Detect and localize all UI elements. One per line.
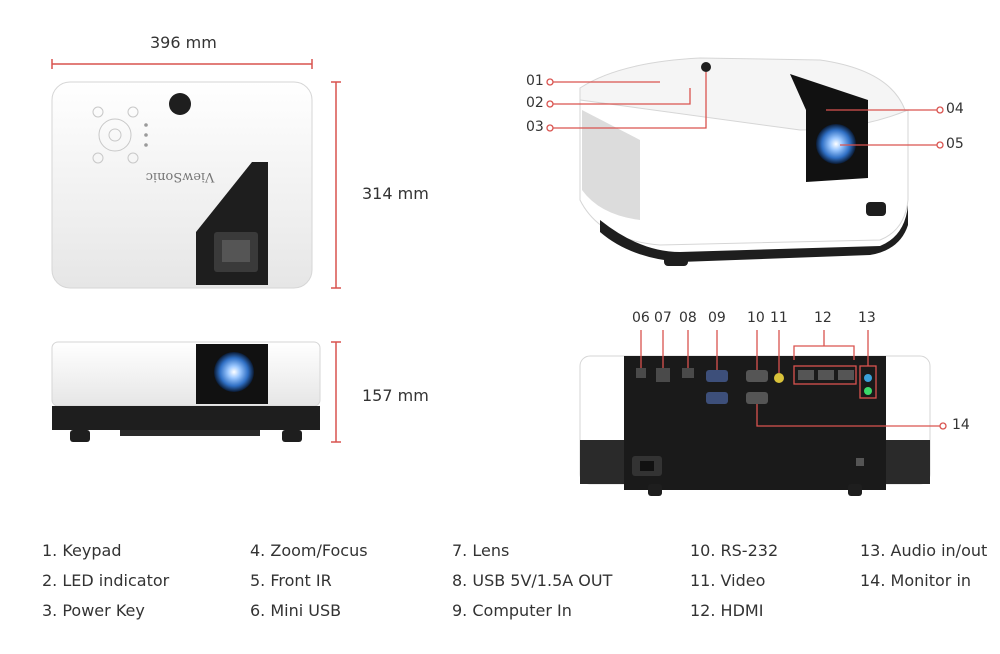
width-dimension-line <box>51 59 313 69</box>
legend-item-14: 14. Monitor in <box>860 571 972 590</box>
projector-rear-view <box>579 355 931 496</box>
projector-perspective-view <box>579 57 909 266</box>
callout-13: 13 <box>858 310 876 326</box>
callout-05: 05 <box>946 136 964 152</box>
legend-item-11: 11. Video <box>690 571 766 590</box>
depth-dimension-line <box>331 81 341 289</box>
legend-item-12: 12. HDMI <box>690 601 764 620</box>
callout-06: 06 <box>632 310 650 326</box>
legend-item-9: 9. Computer In <box>452 601 572 620</box>
callout-lines-rear <box>640 330 947 430</box>
legend-item-8: 8. USB 5V/1.5A OUT <box>452 571 613 590</box>
callout-03: 03 <box>526 119 544 135</box>
callout-10: 10 <box>747 310 765 326</box>
legend-item-5: 5. Front IR <box>250 571 332 590</box>
projector-front-view <box>51 341 321 442</box>
callout-04: 04 <box>946 101 964 117</box>
callout-02: 02 <box>526 95 544 111</box>
legend-item-1: 1. Keypad <box>42 541 122 560</box>
callout-08: 08 <box>679 310 697 326</box>
depth-dimension-label: 314 mm <box>362 184 429 203</box>
callout-09: 09 <box>708 310 726 326</box>
legend-item-13: 13. Audio in/out <box>860 541 988 560</box>
legend-item-4: 4. Zoom/Focus <box>250 541 368 560</box>
callout-12: 12 <box>814 310 832 326</box>
legend-item-3: 3. Power Key <box>42 601 145 620</box>
legend-item-2: 2. LED indicator <box>42 571 170 590</box>
legend-item-6: 6. Mini USB <box>250 601 342 620</box>
callout-lines-top <box>546 72 944 149</box>
callout-07: 07 <box>654 310 672 326</box>
height-dimension-line <box>331 341 341 443</box>
projector-top-view <box>51 81 313 289</box>
legend-item-10: 10. RS-232 <box>690 541 779 560</box>
viewsonic-logo-top: ViewSonic <box>146 169 216 184</box>
width-dimension-label: 396 mm <box>150 33 217 52</box>
height-dimension-label: 157 mm <box>362 386 429 405</box>
legend-item-7: 7. Lens <box>452 541 510 560</box>
callout-01: 01 <box>526 73 544 89</box>
callout-11: 11 <box>770 310 788 326</box>
callout-14: 14 <box>952 417 970 433</box>
